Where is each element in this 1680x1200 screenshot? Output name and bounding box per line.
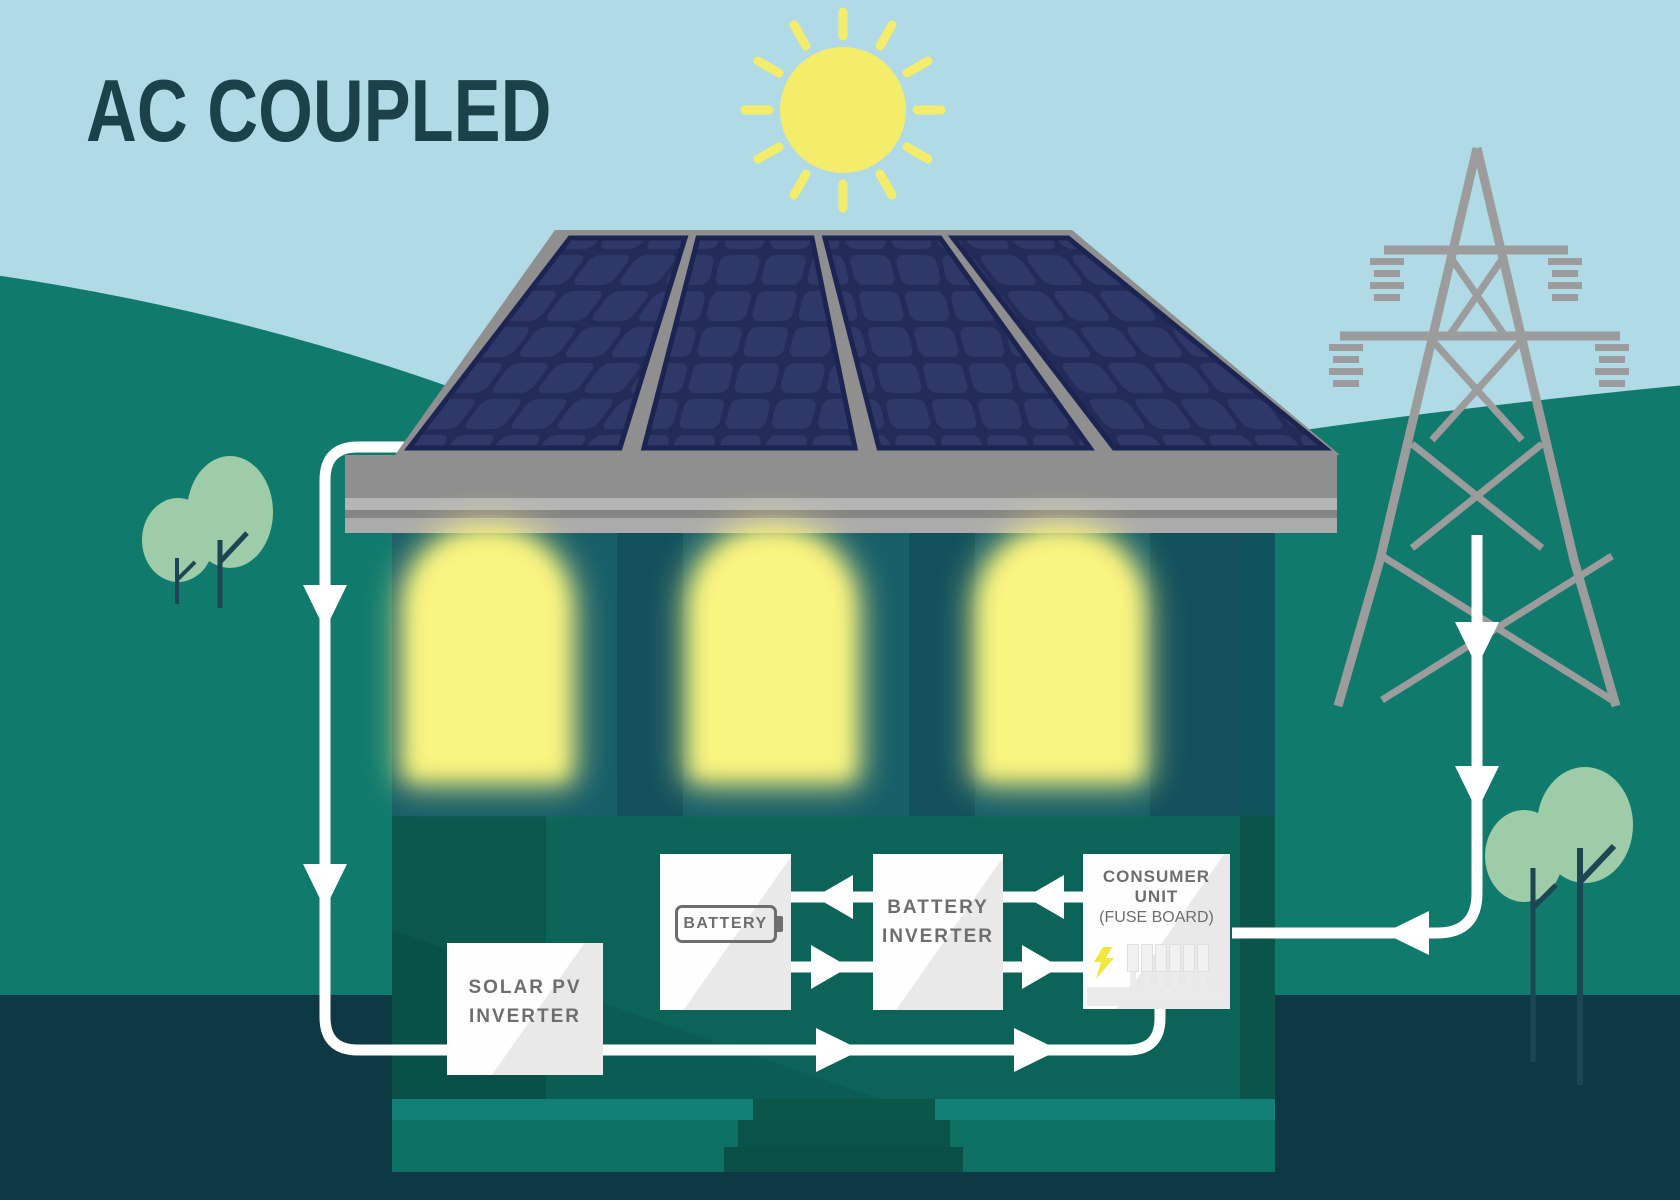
battery-icon: BATTERY bbox=[674, 905, 783, 943]
window-glow-2 bbox=[690, 530, 855, 780]
consumer-unit-sublabel: (FUSE BOARD) bbox=[1099, 908, 1214, 926]
arrow-down-icon bbox=[1455, 622, 1499, 667]
solar-pv-inverter-box: SOLAR PV INVERTER bbox=[447, 943, 603, 1075]
battery-inverter-box: BATTERY INVERTER bbox=[873, 854, 1003, 1010]
page-title: AC COUPLED bbox=[86, 61, 552, 160]
arrow-right-icon bbox=[811, 945, 849, 989]
fuse-switch bbox=[1155, 944, 1167, 994]
arrow-left-icon bbox=[1026, 875, 1064, 919]
battery-inverter-label: BATTERY INVERTER bbox=[881, 896, 995, 947]
solar-pv-inverter-label: SOLAR PV INVERTER bbox=[468, 976, 582, 1027]
arrow-down-icon bbox=[303, 864, 347, 909]
solar-panel-3 bbox=[821, 235, 1095, 451]
solar-panel-4 bbox=[947, 235, 1333, 451]
flow-rails-battery bbox=[791, 875, 1083, 989]
flow-line-grid bbox=[1232, 535, 1499, 955]
right-tree-icon bbox=[1485, 767, 1633, 1085]
pylon-icon bbox=[1329, 146, 1629, 708]
fuse-switch bbox=[1183, 944, 1195, 994]
arrow-right-icon bbox=[1022, 945, 1060, 989]
arrow-right-icon bbox=[816, 1028, 861, 1072]
fuse-switch bbox=[1141, 944, 1153, 994]
roof bbox=[345, 230, 1340, 533]
consumer-unit-box: CONSUMER UNIT (FUSE BOARD) bbox=[1083, 854, 1230, 1009]
insulator-stacks bbox=[1329, 258, 1629, 387]
door-steps bbox=[724, 1099, 963, 1172]
window-glow-3 bbox=[978, 530, 1143, 780]
left-tree-icon bbox=[142, 456, 273, 608]
fuse-switch bbox=[1197, 944, 1209, 994]
arrow-left-icon bbox=[815, 875, 853, 919]
fuse-switch-row bbox=[1127, 944, 1209, 994]
fuse-switch bbox=[1169, 944, 1181, 994]
fuse-board-strip bbox=[1087, 987, 1226, 1006]
solar-panel-2 bbox=[640, 235, 859, 451]
battery-label: BATTERY bbox=[683, 915, 768, 932]
fuse-switch bbox=[1127, 944, 1139, 994]
arrow-right-icon bbox=[1014, 1028, 1059, 1072]
sun-icon bbox=[740, 7, 946, 213]
lightning-icon bbox=[1094, 947, 1114, 979]
window-glow-1 bbox=[405, 530, 570, 780]
consumer-unit-label: CONSUMER UNIT bbox=[1102, 867, 1211, 907]
arrow-down-icon bbox=[1455, 766, 1499, 811]
arrow-down-icon bbox=[303, 585, 347, 630]
flow-line-solar bbox=[303, 441, 1166, 1072]
arrow-left-icon bbox=[1384, 911, 1429, 955]
battery-box: BATTERY bbox=[660, 854, 791, 1010]
solar-panel-1 bbox=[403, 235, 689, 451]
